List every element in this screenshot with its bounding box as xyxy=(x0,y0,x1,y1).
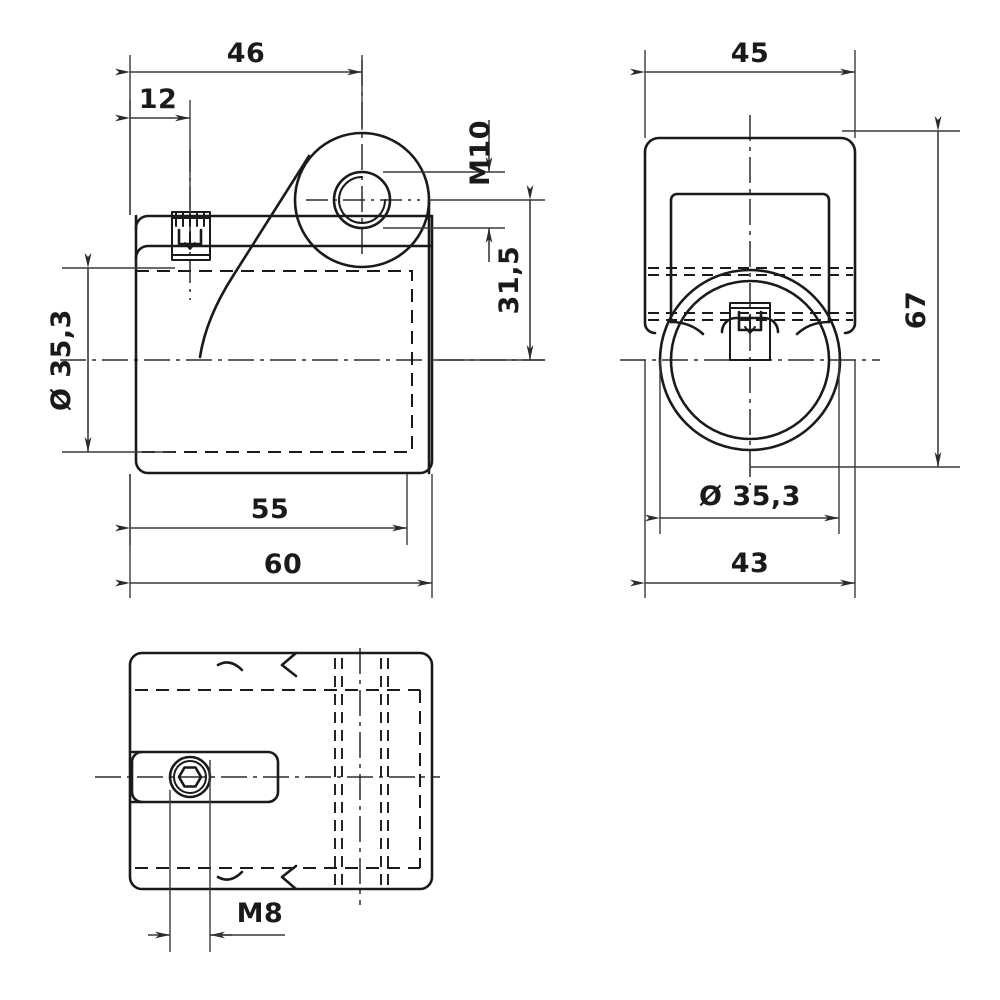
dim-12: 12 xyxy=(115,84,191,215)
right-front-view: 45 67 Ø 35,3 43 xyxy=(620,38,960,598)
dim-55: 55 xyxy=(115,474,408,545)
dim-60-label: 60 xyxy=(264,549,303,580)
right-view-boss-fillet-left xyxy=(669,320,705,336)
right-view-hex-socket-symbol xyxy=(737,310,763,334)
left-view-body-top-edge xyxy=(134,214,434,230)
dim-46-label: 46 xyxy=(227,38,266,69)
dim-12-label: 12 xyxy=(139,84,178,115)
dim-67: 67 xyxy=(750,116,960,468)
dim-60: 60 xyxy=(115,474,433,598)
right-view-setscrew-body xyxy=(729,302,771,361)
dim-43: 43 xyxy=(630,360,856,598)
dim-45-label: 45 xyxy=(731,38,770,69)
dim-dia-35-3-left-label: Ø 35,3 xyxy=(46,309,77,411)
bottom-view-hex-socket xyxy=(177,766,203,788)
bottom-view-break-symbol-top-left xyxy=(216,661,244,672)
bottom-view-break-symbol-bottom-left xyxy=(216,870,244,881)
left-view-hidden-bore xyxy=(136,270,413,453)
left-view-m10-thread-minor xyxy=(338,176,386,224)
right-view-ring-inner xyxy=(669,279,831,441)
left-view-body-second-edge xyxy=(134,244,434,260)
dim-43-label: 43 xyxy=(731,548,770,579)
bottom-view-screw-head-inner xyxy=(173,760,207,794)
right-view-collar-outline xyxy=(669,192,831,324)
dim-55-label: 55 xyxy=(251,494,290,525)
right-view-body-left-edge xyxy=(643,150,657,335)
left-view-m10-hole-outer xyxy=(332,170,392,230)
bottom-view-plate-outline xyxy=(128,651,434,891)
dim-31-5-label: 31,5 xyxy=(494,246,525,315)
dim-31-5: 31,5 xyxy=(429,185,545,361)
dim-45: 45 xyxy=(630,38,856,138)
left-view-body-outline xyxy=(134,214,434,475)
dim-dia-35-3-right: Ø 35,3 xyxy=(645,360,840,534)
bottom-plan-view: M8 xyxy=(95,648,440,952)
dim-m10: M10 xyxy=(383,120,505,262)
left-view-setscrew-thread-marks xyxy=(171,211,211,227)
right-view-boss-fillet-right xyxy=(795,320,831,336)
right-view-body-top-outline xyxy=(643,136,857,335)
bottom-view-break-symbol-top-right xyxy=(280,651,298,678)
left-view-section-break-line xyxy=(198,154,311,359)
bottom-view-pad-outline xyxy=(130,750,280,804)
dim-m8-label: M8 xyxy=(237,898,284,929)
dim-67-label: 67 xyxy=(901,291,932,330)
dim-46: 46 xyxy=(115,38,363,215)
bottom-view-break-symbol-bottom-right xyxy=(280,864,298,891)
bottom-view-pad-left-edge xyxy=(130,750,144,804)
left-view-hex-socket-symbol xyxy=(177,228,203,250)
left-side-view: 46 12 M10 31,5 Ø 35,3 xyxy=(46,38,545,598)
dim-dia-35-3-right-label: Ø 35,3 xyxy=(699,481,801,512)
dim-dia-35-3-left: Ø 35,3 xyxy=(46,253,175,453)
dim-m8: M8 xyxy=(148,898,285,939)
dim-m10-label: M10 xyxy=(465,120,496,186)
